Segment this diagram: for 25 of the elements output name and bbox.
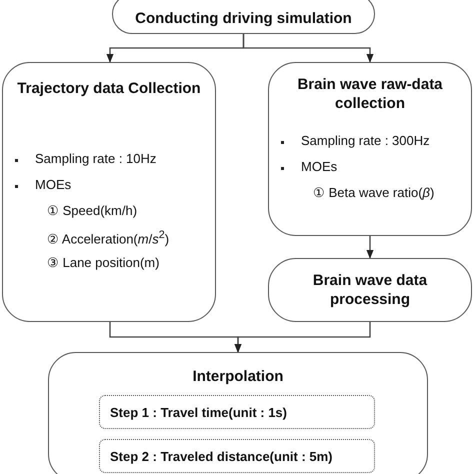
arrow (242, 34, 374, 63)
process-box (2, 62, 216, 322)
arrow (234, 322, 371, 353)
box-heading: Brain wave data processing (312, 271, 428, 309)
box-heading: Trajectory data Collection (16, 79, 202, 98)
process-box (112, 0, 375, 34)
list-item: MOEs (301, 159, 338, 174)
list-item: Sampling rate : 10Hz (35, 151, 156, 166)
box-heading: Interpolation (192, 367, 284, 386)
list-item: ① Beta wave ratio(β) (313, 185, 434, 200)
list-item: ③ Lane position(m) (47, 255, 160, 270)
list-item: Sampling rate : 300Hz (301, 133, 430, 148)
list-item: ② Acceleration(m/s$^{2}$) (47, 229, 170, 246)
box-heading: Conducting driving simulation (134, 9, 353, 28)
box-heading: Brain wave raw-data collection (296, 75, 444, 113)
process-box (268, 258, 472, 322)
step-box (99, 439, 375, 473)
list-item: ① Speed(km/h) (47, 203, 138, 218)
arrow (366, 236, 374, 259)
step-box (99, 395, 375, 429)
list-item: MOEs (35, 177, 72, 192)
process-box (48, 352, 428, 474)
process-box (268, 62, 472, 236)
step-label: Step 2 : Traveled distance(unit : 5m) (110, 448, 332, 464)
step-label: Step 1 : Travel time(unit : 1s) (110, 404, 287, 420)
